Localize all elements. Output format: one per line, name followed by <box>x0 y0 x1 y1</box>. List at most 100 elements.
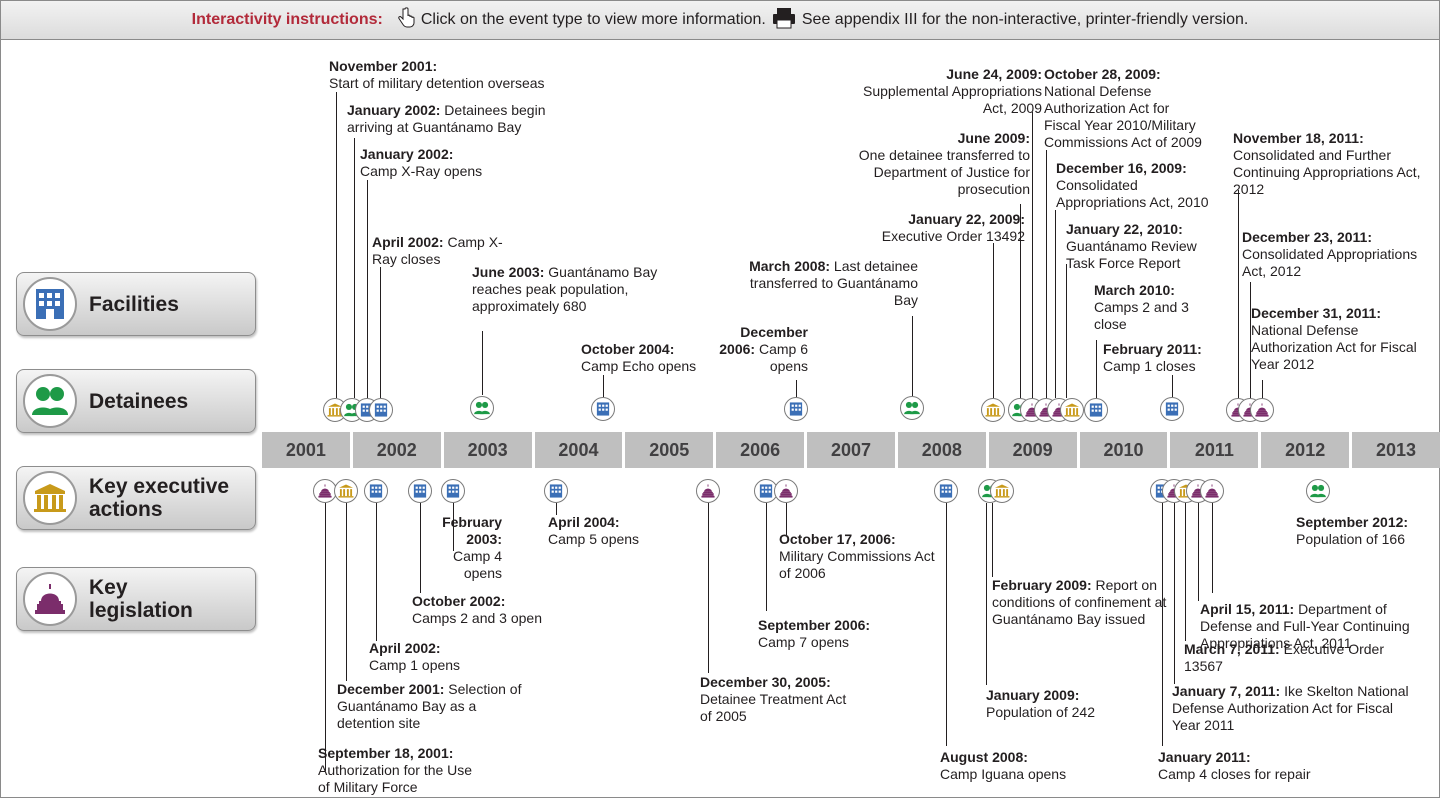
year-2012: 2012 <box>1261 432 1353 468</box>
instructions-title: Interactivity instructions: <box>191 11 383 28</box>
year-2007: 2007 <box>807 432 898 468</box>
event-label: October 2002:Camps 2 and 3 open <box>412 593 542 626</box>
year-2011: 2011 <box>1170 432 1262 468</box>
event-label: October 28, 2009: National Defense Autho… <box>1044 66 1202 150</box>
event-label: April 15, 2011: Department of Defense an… <box>1200 601 1410 651</box>
building-icon[interactable] <box>1160 397 1184 421</box>
leader-line <box>1055 210 1056 398</box>
printer-icon <box>772 7 796 34</box>
event-label: June 2009:One detainee transferred to De… <box>858 130 1030 197</box>
building-icon <box>23 277 77 331</box>
leader-line <box>482 331 483 395</box>
building-icon[interactable] <box>784 397 808 421</box>
year-2003: 2003 <box>443 432 535 468</box>
building-icon[interactable] <box>544 479 568 503</box>
year-2002: 2002 <box>352 432 444 468</box>
facilities-button[interactable]: Facilities <box>16 272 256 336</box>
event-label: December 31, 2011:National Defense Autho… <box>1251 305 1417 372</box>
event-label: October 17, 2006:Military Commissions Ac… <box>779 531 935 581</box>
instructions-print-text: See appendix III for the non-interactive… <box>801 11 1249 28</box>
building-icon[interactable] <box>369 398 393 422</box>
leader-line <box>1174 503 1175 684</box>
people-icon[interactable] <box>1306 479 1330 503</box>
event-label: December 2006: Camp 6 opens <box>719 324 808 374</box>
event-label: September 2012:Population of 166 <box>1296 514 1409 547</box>
event-label: March 2010: Camps 2 and 3 close <box>1094 282 1189 332</box>
leader-line <box>708 503 709 673</box>
key-legislation-button[interactable]: Key legislation <box>16 567 256 631</box>
white-house-icon[interactable] <box>981 398 1005 422</box>
building-icon[interactable] <box>934 479 958 503</box>
year-2004: 2004 <box>534 432 626 468</box>
leader-line <box>1096 340 1097 398</box>
event-label: June 24, 2009: Supplemental Appropriatio… <box>862 66 1042 116</box>
building-icon[interactable] <box>364 479 388 503</box>
event-label: February 2009: Report on conditions of c… <box>992 577 1167 627</box>
year-2010: 2010 <box>1079 432 1171 468</box>
capitol-icon <box>23 572 77 626</box>
building-icon[interactable] <box>408 479 432 503</box>
event-label: January 2002:Camp X-Ray opens <box>360 146 483 179</box>
facilities-label: Facilities <box>89 292 179 316</box>
leader-line <box>992 503 993 577</box>
event-label: December 2001: Selection of Guantánamo B… <box>337 681 522 731</box>
event-label: June 2003: Guantánamo Bay reaches peak p… <box>472 264 658 314</box>
event-label: October 2004:Camp Echo opens <box>581 341 697 374</box>
leader-line <box>993 243 994 398</box>
capitol-icon[interactable] <box>696 479 720 503</box>
event-label: January 2011:Camp 4 closes for repair <box>1158 749 1311 782</box>
key-executive-actions-button[interactable]: Key executive actions <box>16 466 256 530</box>
people-icon <box>23 374 77 428</box>
year-2008: 2008 <box>897 432 989 468</box>
year-axis: 2001 2002 2003 2004 2005 2006 2007 2008 … <box>262 432 1440 468</box>
leader-line <box>1162 503 1163 746</box>
detainees-button[interactable]: Detainees <box>16 369 256 433</box>
capitol-icon[interactable] <box>1250 398 1274 422</box>
leader-line <box>453 503 454 551</box>
leader-line <box>1250 282 1251 398</box>
leader-line <box>367 180 368 398</box>
event-label: December 30, 2005:Detainee Treatment Act… <box>700 674 847 724</box>
leader-line <box>1262 380 1263 398</box>
leader-line <box>1172 375 1173 397</box>
leader-line <box>336 92 337 398</box>
year-2001: 2001 <box>262 432 353 468</box>
white-house-icon[interactable] <box>334 479 358 503</box>
event-label: April 2004:Camp 5 opens <box>548 514 640 547</box>
instructions-bar: Interactivity instructions: Click on the… <box>1 1 1439 40</box>
white-house-icon[interactable] <box>1060 398 1084 422</box>
leader-line <box>766 503 767 611</box>
leader-line <box>1238 190 1239 398</box>
year-2005: 2005 <box>625 432 717 468</box>
event-label: September 2006:Camp 7 opens <box>758 617 871 650</box>
event-label: March 2008: Last detainee transferred to… <box>749 258 918 308</box>
leader-line <box>376 503 377 641</box>
leader-line <box>946 503 947 746</box>
white-house-icon[interactable] <box>990 479 1014 503</box>
leader-line <box>1212 503 1213 593</box>
event-label: March 7, 2011: Executive Order 13567 <box>1184 641 1384 674</box>
hand-pointer-icon <box>397 6 415 34</box>
building-icon[interactable] <box>591 397 615 421</box>
capitol-icon[interactable] <box>313 479 337 503</box>
leader-line <box>556 503 557 515</box>
key-executive-actions-label: Key executive actions <box>89 475 230 521</box>
leader-line <box>420 503 421 593</box>
event-label: January 22, 2009:Executive Order 13492 <box>881 211 1025 244</box>
leader-line <box>1032 112 1033 398</box>
event-label: January 22, 2010: Guantánamo Review Task… <box>1066 221 1197 271</box>
leader-line <box>354 138 355 398</box>
event-label: April 2002:Camp 1 opens <box>369 640 461 673</box>
event-label: April 2002: Camp X-Ray closes <box>372 234 503 267</box>
building-icon[interactable] <box>1084 398 1108 422</box>
capitol-icon[interactable] <box>1200 479 1224 503</box>
leader-line <box>1046 150 1047 398</box>
people-icon[interactable] <box>900 396 924 420</box>
leader-line <box>380 267 381 398</box>
event-label: February 2003: Camp 4 opens <box>442 514 502 581</box>
event-label: December 16, 2009: Consolidated Appropri… <box>1056 160 1209 210</box>
capitol-icon[interactable] <box>774 479 798 503</box>
detainees-label: Detainees <box>89 389 189 413</box>
building-icon[interactable] <box>441 479 465 503</box>
people-icon[interactable] <box>470 396 494 420</box>
